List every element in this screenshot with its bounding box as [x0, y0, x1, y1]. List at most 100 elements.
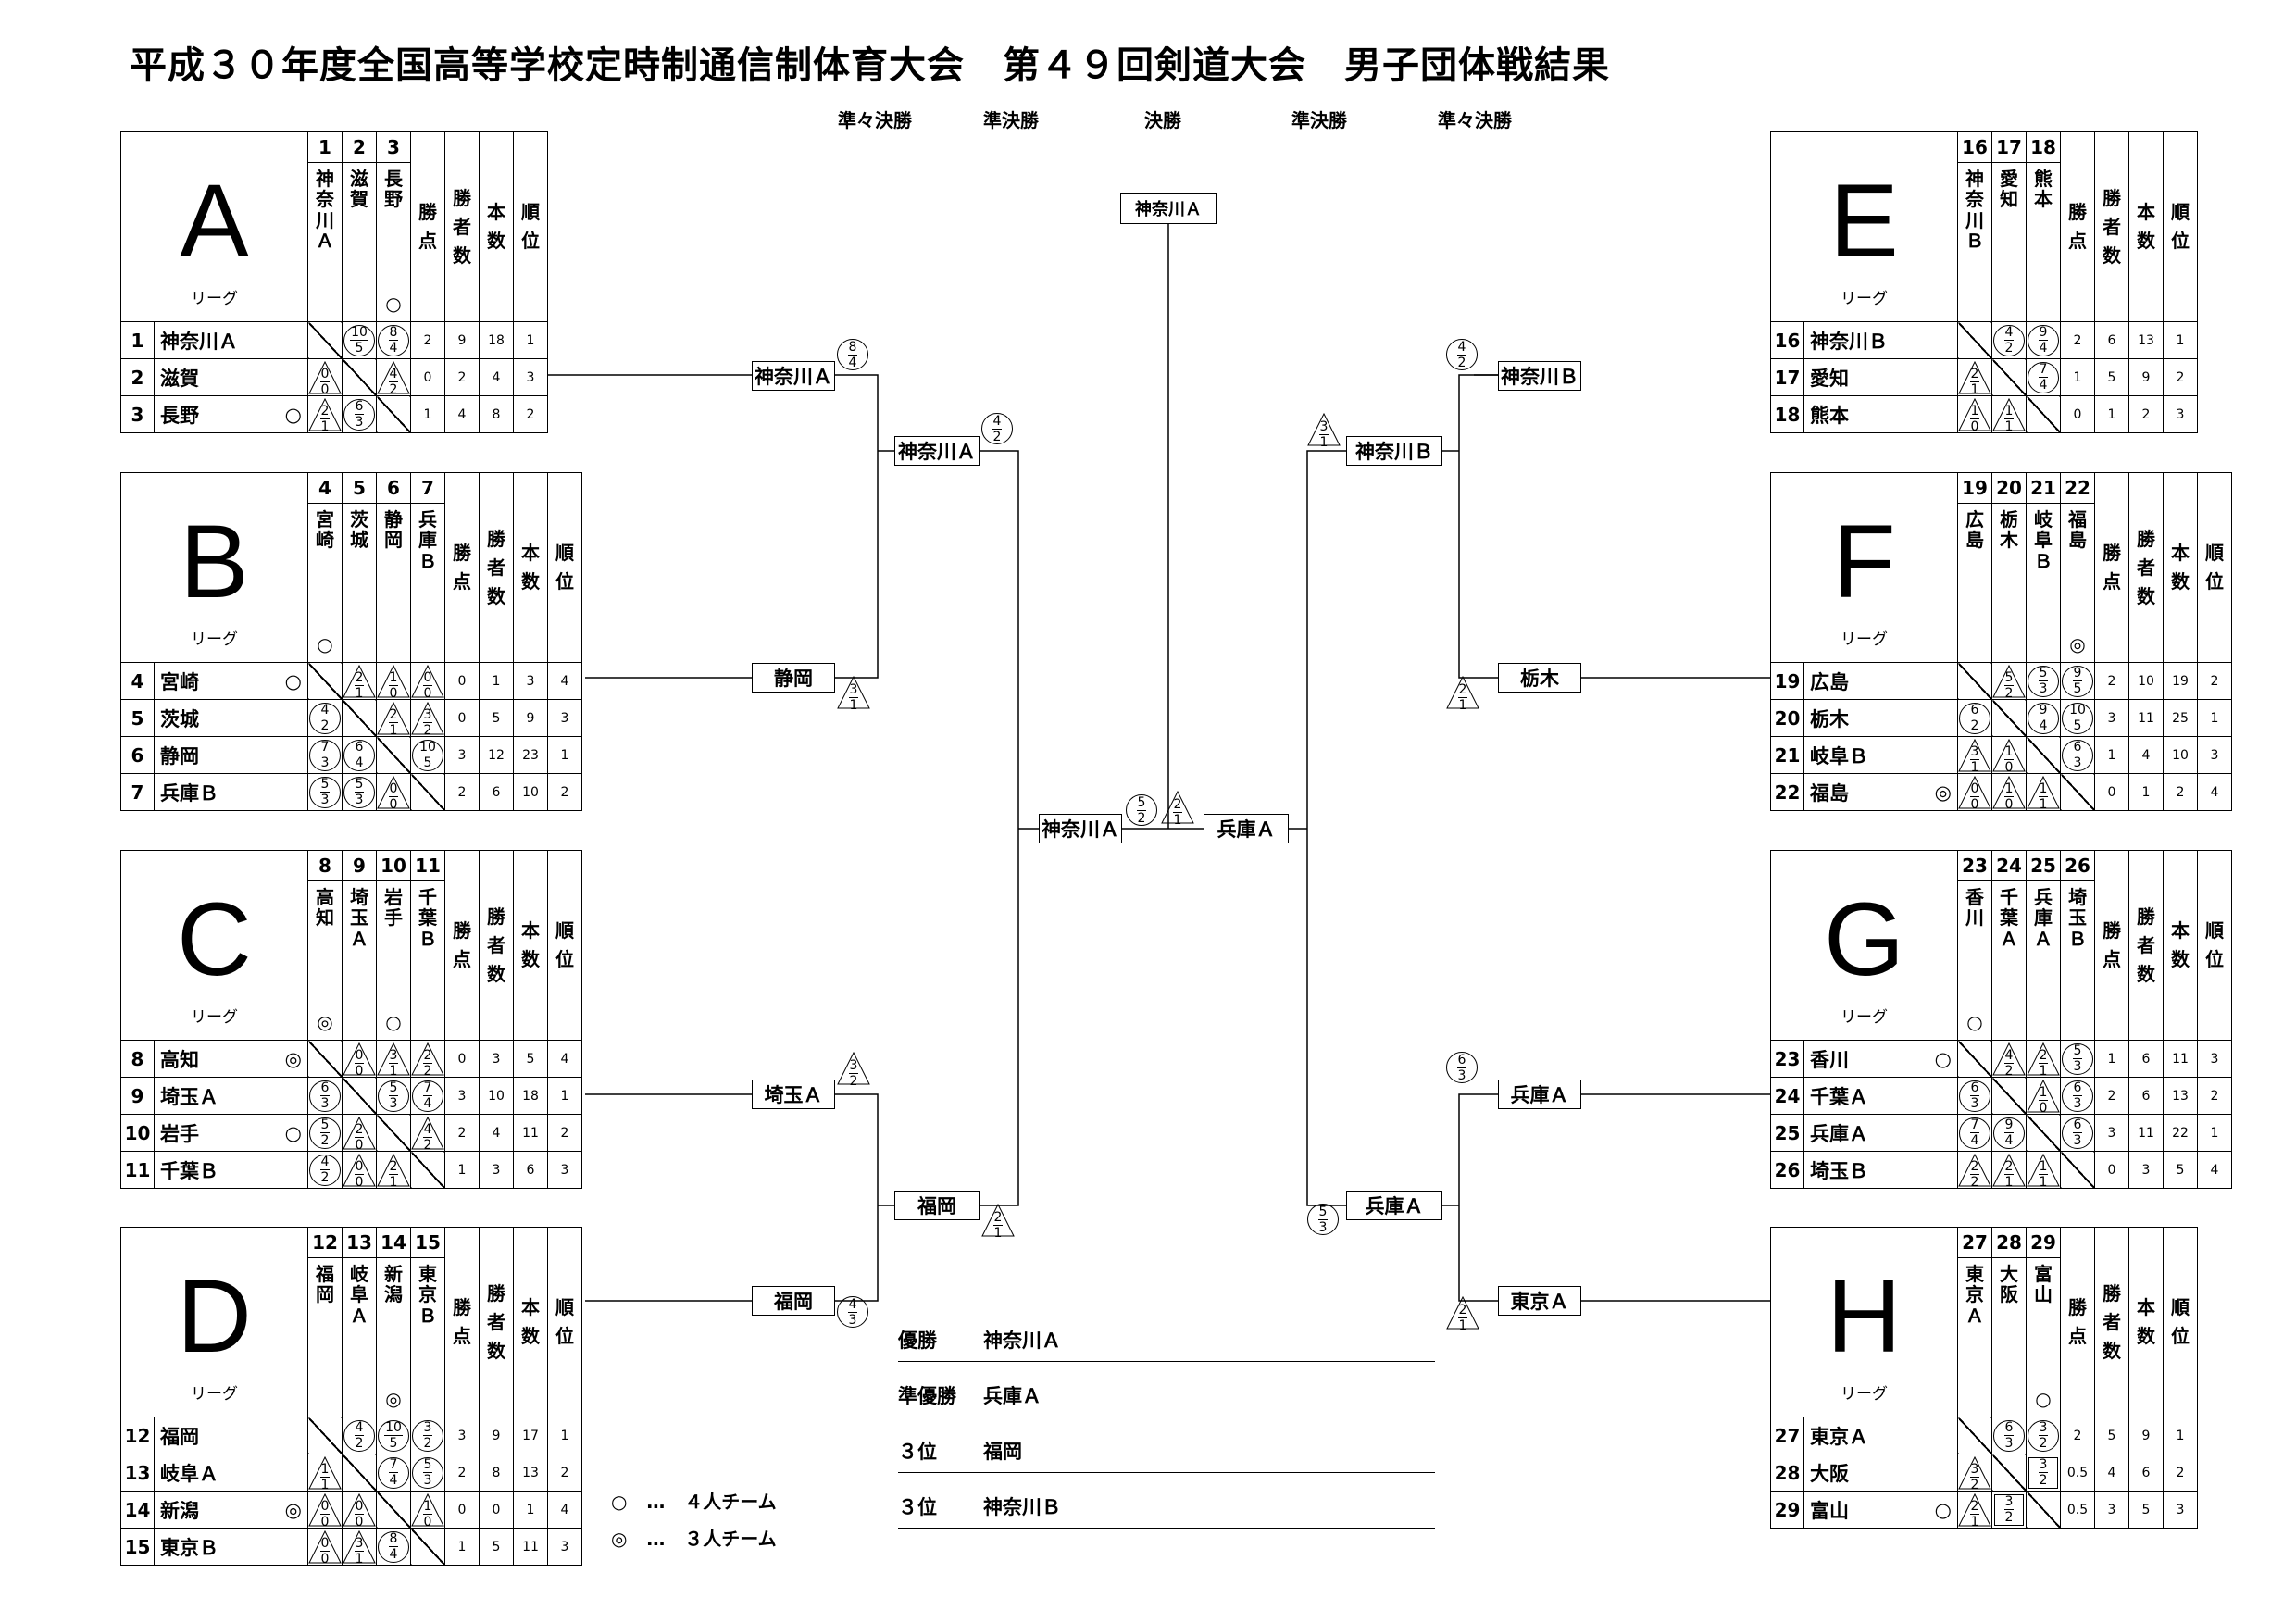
row-team-name: 香川○ [1803, 1040, 1958, 1078]
row-team-name: 神奈川Ｂ [1803, 321, 1958, 359]
league-letter-cell: E リーグ [1770, 131, 1958, 322]
round-label-right-qf: 準々決勝 [1438, 109, 1512, 131]
col-honsu: 本数 [513, 472, 548, 663]
league-letter: E [1829, 163, 1899, 279]
self-match-cell [2026, 1114, 2061, 1152]
stat-cell: 3 [2197, 1040, 2232, 1078]
self-match-cell [376, 1114, 411, 1152]
stat-cell: 1 [547, 736, 582, 774]
stat-cell: 4 [547, 662, 582, 700]
stat-cell: 0 [444, 1491, 480, 1529]
stat-cell: 2 [547, 1454, 582, 1492]
sf-team-4: 兵庫Ａ [1346, 1191, 1442, 1220]
stat-cell: 4 [547, 1491, 582, 1529]
self-match-cell [1991, 1077, 2027, 1115]
stat-cell: 5 [479, 1528, 514, 1566]
stat-cell: 2 [2163, 1454, 2198, 1492]
self-match-cell [410, 773, 445, 811]
col-honsu: 本数 [513, 1227, 548, 1417]
col-juni: 順位 [547, 850, 582, 1041]
stat-cell: 1 [2197, 699, 2232, 737]
final-team-left: 神奈川Ａ [1039, 814, 1122, 843]
row-team-name: 滋賀 [154, 358, 308, 396]
stat-cell: 6 [2128, 1040, 2164, 1078]
result-row: ３位神奈川Ｂ [898, 1492, 1435, 1529]
row-no: 8 [120, 1040, 155, 1078]
stat-cell: 17 [513, 1417, 548, 1454]
col-team-name: 新潟◎ [376, 1257, 411, 1417]
champion-box: 神奈川Ａ [1120, 193, 1217, 224]
row-no: 3 [120, 395, 155, 433]
col-kachisha: 勝者数 [2094, 1227, 2129, 1417]
stat-cell: 1 [479, 662, 514, 700]
stat-cell: 0 [2060, 395, 2095, 433]
stat-cell: 4 [2197, 773, 2232, 811]
col-team-name: 愛知 [1991, 162, 2027, 322]
stat-cell: 2 [2163, 773, 2198, 811]
round-label-left-sf: 準決勝 [983, 109, 1039, 131]
stat-cell: 3 [444, 1077, 480, 1115]
stat-cell: 2 [513, 395, 548, 433]
col-kachisha: 勝者数 [2128, 850, 2164, 1041]
self-match-cell [2060, 1151, 2095, 1189]
row-no: 12 [120, 1417, 155, 1454]
row-no: 4 [120, 662, 155, 700]
stat-cell: 1 [2094, 736, 2129, 774]
col-honsu: 本数 [2128, 131, 2164, 322]
stat-cell: 3 [2094, 1491, 2129, 1529]
row-no: 9 [120, 1077, 155, 1115]
stat-cell: 13 [2128, 321, 2164, 359]
col-team-no: 15 [410, 1227, 445, 1258]
stat-cell: 4 [444, 395, 480, 433]
col-team-name: 茨城 [342, 503, 377, 663]
stat-cell: 18 [513, 1077, 548, 1115]
qf-team-1: 神奈川Ａ [752, 361, 835, 391]
col-team-no: 2 [342, 131, 377, 163]
stat-cell: 3 [2197, 736, 2232, 774]
sf-team-3: 神奈川Ｂ [1346, 436, 1442, 466]
row-team-name: 兵庫Ａ [1803, 1114, 1958, 1152]
row-no: 5 [120, 699, 155, 737]
col-team-name: 岩手○ [376, 880, 411, 1041]
col-team-name: 富山○ [2026, 1257, 2061, 1417]
stat-cell: 0.5 [2060, 1491, 2095, 1529]
stat-cell: 4 [2094, 1454, 2129, 1492]
league-letter: D [177, 1258, 252, 1374]
col-team-no: 24 [1991, 850, 2027, 881]
self-match-cell [376, 736, 411, 774]
sf-team-2: 福岡 [894, 1191, 980, 1220]
round-label-final: 決勝 [1144, 109, 1181, 131]
page-title: 平成３０年度全国高等学校定時制通信制体育大会 第４９回剣道大会 男子団体戦結果 [130, 44, 1610, 87]
league-sub: リーグ [1841, 290, 1888, 308]
self-match-cell [1991, 699, 2027, 737]
stat-cell: 1 [2094, 395, 2129, 433]
self-match-cell [307, 1417, 343, 1454]
col-team-no: 27 [1957, 1227, 1992, 1258]
qf-team-5: 神奈川Ｂ [1498, 361, 1581, 391]
